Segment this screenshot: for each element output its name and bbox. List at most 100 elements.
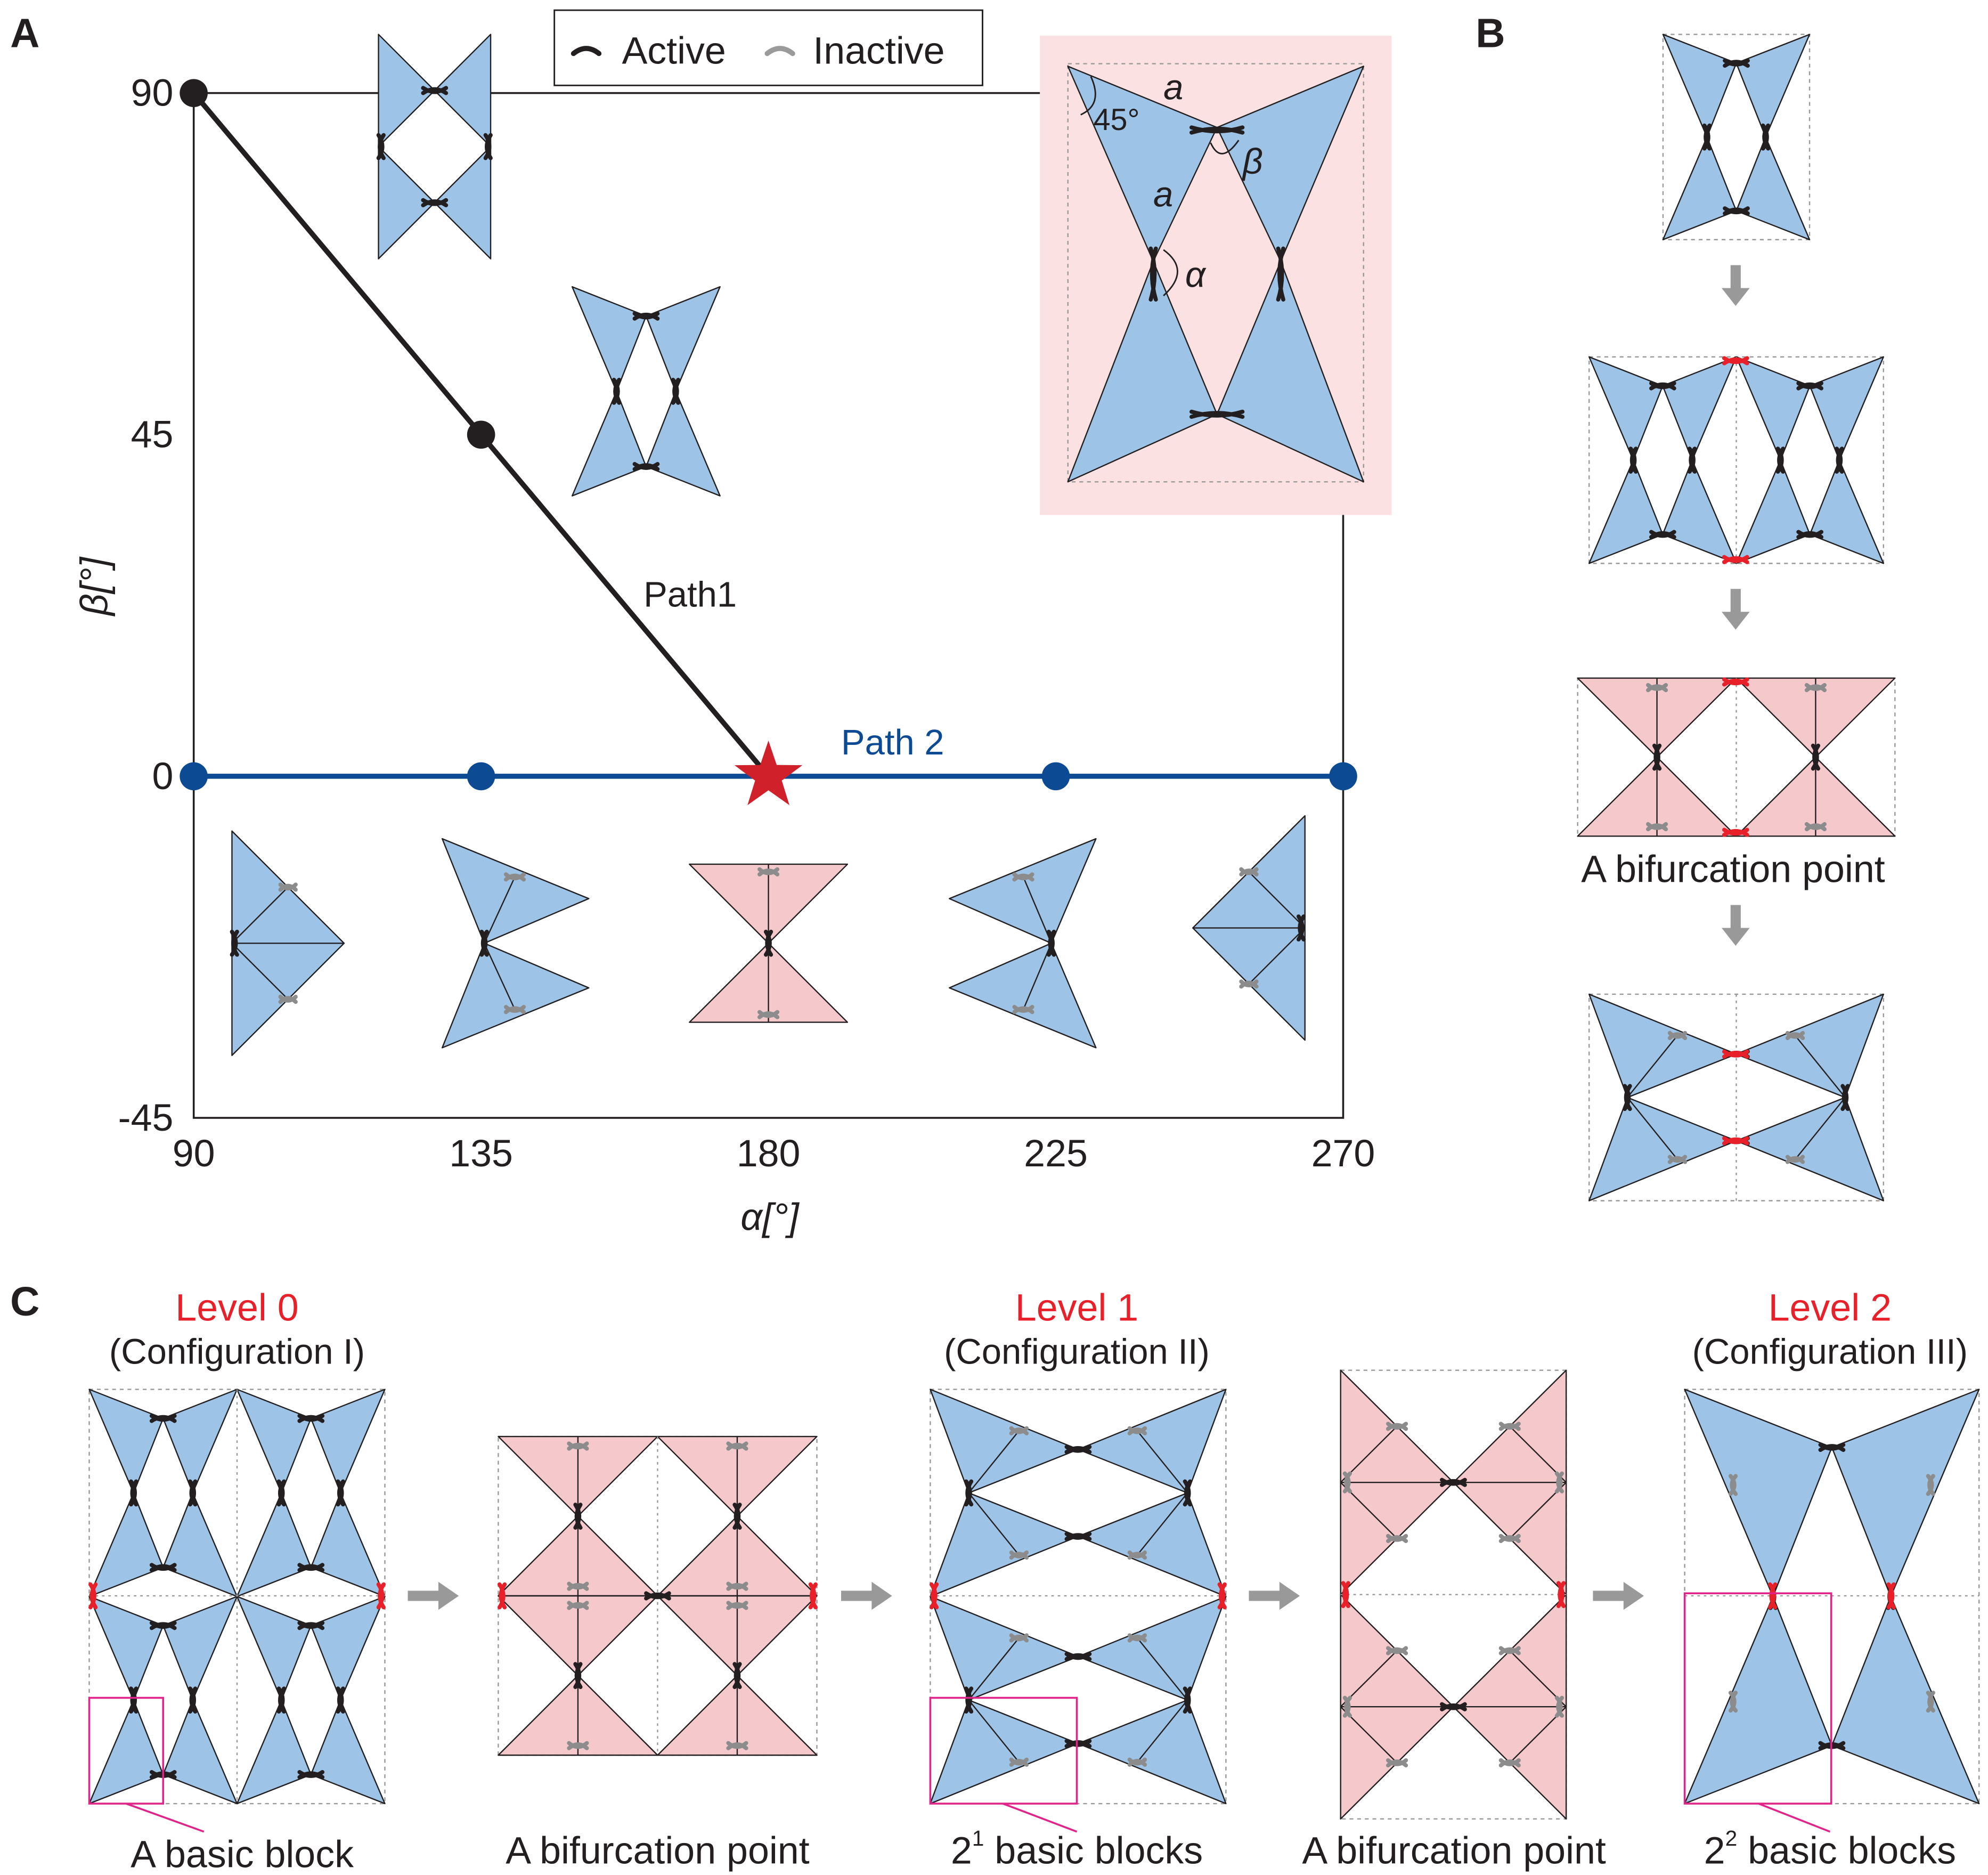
active-hinge bbox=[1702, 123, 1712, 151]
panel-triangle bbox=[441, 838, 590, 944]
inactive-hinge bbox=[1009, 1757, 1029, 1767]
panel-triangle bbox=[236, 1389, 312, 1494]
config0-label: (Configuration I) bbox=[109, 1332, 365, 1372]
crease-line bbox=[1136, 1637, 1188, 1701]
inactive-hinge bbox=[1127, 1426, 1147, 1435]
active-hinge bbox=[1840, 1084, 1850, 1111]
panel-triangle bbox=[1588, 993, 1737, 1098]
active-hinge bbox=[421, 198, 449, 207]
inactive-hinge bbox=[1645, 683, 1668, 693]
crease-line bbox=[484, 943, 516, 1010]
inactive-hinge bbox=[1667, 1155, 1688, 1164]
active-hinge bbox=[276, 1479, 286, 1507]
inactive-hinge bbox=[1127, 1550, 1147, 1560]
angle-beta-arc bbox=[1210, 140, 1240, 155]
path1-point bbox=[180, 79, 208, 107]
path2-point bbox=[1329, 762, 1357, 791]
active-hinge bbox=[1064, 1531, 1092, 1541]
panel-triangle bbox=[930, 1492, 1079, 1597]
panel-triangle bbox=[930, 1596, 1079, 1701]
inactive-hinge bbox=[1386, 1758, 1408, 1768]
active-hinge bbox=[1652, 743, 1662, 771]
y-tick-label: 45 bbox=[131, 413, 174, 456]
panel-triangle bbox=[930, 1699, 1079, 1805]
inactive-hinge bbox=[503, 1005, 526, 1014]
active-hinge bbox=[1064, 1444, 1092, 1454]
bifurcation-hinge bbox=[1886, 1582, 1896, 1610]
panel-triangle bbox=[310, 1699, 386, 1805]
active-hinge bbox=[421, 86, 449, 95]
arrow-down-icon bbox=[1721, 589, 1750, 630]
active-hinge bbox=[1189, 409, 1245, 419]
caption-base: 2 bbox=[951, 1829, 972, 1872]
panel-triangle bbox=[434, 145, 492, 259]
active-hinge bbox=[297, 1563, 325, 1572]
active-hinge bbox=[1761, 123, 1771, 151]
legend: Active Inactive bbox=[553, 9, 983, 86]
panel-triangle bbox=[378, 34, 435, 148]
bifurcation-hinge bbox=[376, 1582, 386, 1610]
panel-triangle bbox=[162, 1492, 238, 1597]
bifurcation-star-marker bbox=[734, 740, 803, 806]
active-hinge bbox=[1835, 447, 1844, 474]
caption-2-2-blocks: 22 basic blocks bbox=[1704, 1826, 1956, 1872]
active-hinge-icon bbox=[571, 46, 602, 56]
crease-line bbox=[1022, 943, 1052, 1010]
crease-line bbox=[1248, 871, 1306, 929]
panel-triangle bbox=[1662, 136, 1737, 240]
panel-triangle bbox=[236, 1596, 312, 1701]
panel-triangle bbox=[1736, 1097, 1884, 1202]
level0-label: Level 0 bbox=[175, 1286, 298, 1329]
crease-line bbox=[1136, 1430, 1188, 1493]
inset-angle-45: 45° bbox=[1094, 103, 1140, 137]
panel-triangle bbox=[1809, 356, 1884, 461]
arrow-right-icon bbox=[1249, 1581, 1300, 1610]
active-hinge bbox=[1064, 1739, 1092, 1748]
y-axis-label: β[°] bbox=[73, 556, 116, 617]
panel-triangle bbox=[1067, 66, 1218, 262]
y-tick-label: 0 bbox=[152, 755, 173, 798]
active-hinge bbox=[149, 1414, 177, 1423]
active-hinge bbox=[1440, 1478, 1467, 1487]
angle-alpha-arc bbox=[1163, 249, 1178, 297]
panel-triangle bbox=[571, 391, 647, 497]
inactive-hinge bbox=[1667, 1030, 1688, 1041]
inactive-hinge bbox=[1009, 1426, 1029, 1435]
inset-alpha: α bbox=[1185, 255, 1207, 295]
panel-triangle bbox=[434, 34, 492, 148]
inactive-hinge bbox=[757, 867, 780, 876]
x-axis-label: α[°] bbox=[740, 1196, 800, 1239]
inactive-hinge bbox=[1728, 1691, 1738, 1713]
active-hinge bbox=[1189, 125, 1245, 135]
inactive-hinge bbox=[567, 1601, 589, 1610]
active-hinge bbox=[336, 1686, 345, 1714]
inactive-hinge bbox=[278, 882, 298, 892]
inactive-hinge bbox=[1926, 1474, 1935, 1496]
inactive-hinge bbox=[278, 994, 298, 1004]
geometry-inset: a 45° β a α bbox=[1040, 35, 1392, 515]
active-hinge bbox=[1796, 530, 1823, 539]
active-hinge bbox=[1775, 447, 1785, 474]
config1-label: (Configuration II) bbox=[944, 1332, 1210, 1372]
inactive-hinge bbox=[1498, 1422, 1521, 1431]
inactive-hinge bbox=[1009, 1633, 1029, 1643]
panel-triangle bbox=[88, 1699, 164, 1805]
active-hinge bbox=[1440, 1702, 1467, 1711]
panel-triangle bbox=[949, 943, 1097, 1049]
panel-triangle bbox=[310, 1389, 386, 1494]
blocks-leader bbox=[1003, 1803, 1078, 1833]
bifurcation-hinge bbox=[1556, 1581, 1566, 1609]
panel-b-bifurcation-label: A bifurcation point bbox=[1581, 848, 1885, 890]
panel-triangle bbox=[441, 943, 590, 1049]
active-hinge bbox=[1623, 1084, 1632, 1111]
panel-triangle bbox=[1588, 459, 1664, 564]
active-hinge bbox=[1183, 1686, 1192, 1714]
legend-inactive: Inactive bbox=[813, 30, 944, 72]
panel-triangle bbox=[1216, 261, 1364, 483]
x-tick-label: 135 bbox=[449, 1132, 513, 1175]
crease-line bbox=[1627, 1097, 1678, 1160]
panel-triangle bbox=[1662, 34, 1737, 138]
crease-line bbox=[968, 1699, 1020, 1763]
level2-label: Level 2 bbox=[1769, 1286, 1892, 1329]
basic-block-leader bbox=[126, 1803, 205, 1833]
